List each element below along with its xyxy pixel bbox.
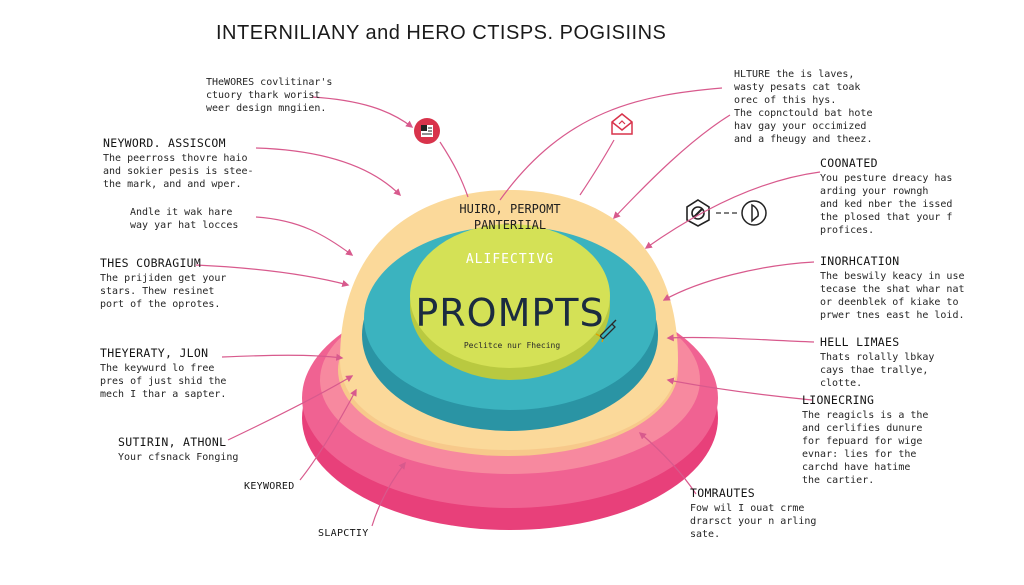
note-heading: SLAPCTIY (318, 528, 369, 539)
lime-layer (410, 224, 610, 368)
small-rocket-icon (595, 319, 617, 343)
connector-lionecring (666, 377, 813, 401)
hex-target-icon (686, 199, 710, 227)
connector-andle (255, 216, 354, 256)
connector-top-left (311, 96, 414, 128)
note-heading: TOMRAUTES (690, 486, 756, 500)
note-andle: Andle it wak hare way yar hat locces (130, 206, 238, 232)
outer-layer-label-1: HUIRO, PERPOMT (459, 202, 560, 216)
note-hlture: HLTURE the is laves, wasty pesats cat to… (734, 68, 872, 146)
connector-coonated (644, 171, 821, 249)
connector-thes-cobragium (195, 264, 350, 288)
note-body: The reagicls is a the and cerlifies dunu… (802, 410, 929, 486)
connector-hlture-left (499, 87, 723, 201)
connector-keyword (299, 388, 357, 481)
note-slapcity: SLAPCTIY (318, 526, 369, 542)
note-heading: HELL LIMAES (820, 335, 900, 349)
note-heading: THES COBRAGIUM (100, 256, 202, 270)
connector-hell-limaes (666, 334, 815, 343)
book-square-icon (414, 118, 440, 144)
note-inorhcation: INORHCATION The beswily keacy in use tec… (820, 254, 965, 322)
note-thes-cobragium: THES COBRAGIUM The prijiden get your sta… (100, 256, 226, 311)
note-heading: COONATED (820, 156, 878, 170)
note-top-left: THeWORES covlitinar's ctuory thark woris… (206, 76, 332, 115)
page-title: INTERNILIANY and HERO CTISPS. POGISIINS (216, 22, 667, 44)
note-body: The keywurd lo free pres of just shid th… (100, 363, 227, 400)
note-sutirin: SUTIRIN, ATHONL Your cfsnack Fonging (118, 435, 238, 464)
connector-hlture (613, 114, 731, 220)
note-hell-limaes: HELL LIMAES Thats rolally lbkay cays tha… (820, 335, 934, 390)
note-body: THeWORES covlitinar's ctuory thark woris… (206, 77, 333, 114)
note-coonated: COONATED You pesture dreacy has arding y… (820, 156, 952, 237)
note-heading: SUTIRIN, ATHONL (118, 435, 227, 449)
note-heading: NEYWORD. ASSISCOM (103, 136, 226, 150)
connector-tomrautes (638, 432, 697, 495)
note-theyeraty: THEYERATY, JLON The keywurd lo free pres… (100, 346, 226, 401)
envelope-icon (611, 113, 633, 135)
note-body: Thats rolally lbkay cays thae trallye, c… (820, 352, 935, 389)
note-tomrautes: TOMRAUTES Fow wil I ouat crme drarsct yo… (690, 486, 816, 541)
connector-envelope (579, 139, 615, 196)
core-caption: Peclitce nur Fhecing (464, 341, 561, 350)
note-heading: THEYERATY, JLON (100, 346, 209, 360)
note-body: Fow wil I ouat crme drarsct your n arlin… (690, 503, 817, 540)
core-label: PROMPTS (415, 291, 604, 335)
connector-inorhcation (662, 261, 815, 301)
note-body: The prijiden get your stars. Thew resine… (100, 273, 227, 310)
outer-layer-label-2: PANTERIIAL (474, 218, 546, 232)
note-keyword: KEYWORED (244, 479, 295, 495)
note-body: The peerross thovre haio and sokier pesi… (103, 153, 254, 190)
note-body: HLTURE the is laves, wasty pesats cat to… (734, 69, 873, 145)
connector-sutirin (227, 375, 354, 441)
note-heading: KEYWORED (244, 481, 295, 492)
note-heading: INORHCATION (820, 254, 900, 268)
connector-theyeraty (221, 353, 344, 361)
note-heading: LIONECRING (802, 393, 875, 407)
rocket-circle-icon (741, 200, 767, 226)
note-body: You pesture dreacy has arding your rowng… (820, 173, 953, 236)
mid-layer-label: ALIFECTIVG (466, 252, 554, 267)
note-body: The beswily keacy in use tecase the shat… (820, 271, 965, 321)
note-keyword-assiscom: NEYWORD. ASSISCOM The peerross thovre ha… (103, 136, 254, 191)
note-body: Your cfsnack Fonging (118, 452, 239, 463)
connector-slapcity (371, 461, 406, 527)
note-body: Andle it wak hare way yar hat locces (130, 207, 239, 231)
connector-keyword-assiscom (255, 147, 402, 197)
note-lionecring: LIONECRING The reagicls is a the and cer… (802, 393, 928, 487)
connector-top-icon (439, 141, 469, 198)
